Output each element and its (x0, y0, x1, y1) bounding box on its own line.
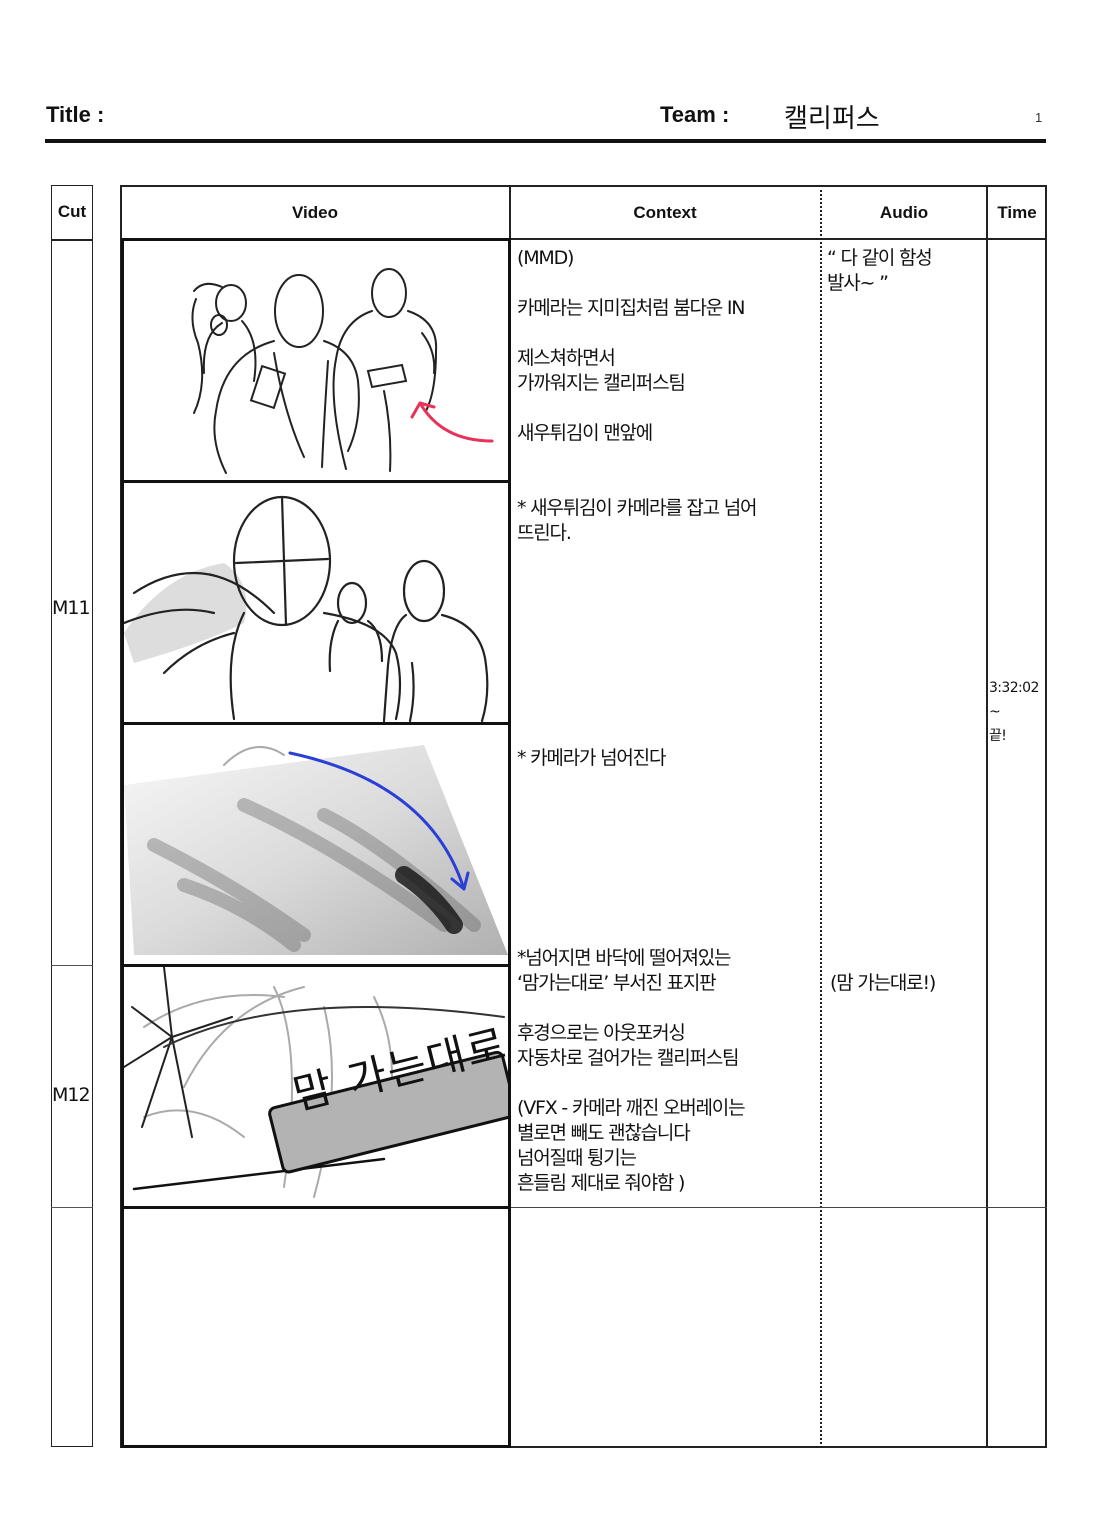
cut-id-m11: M11 (52, 597, 91, 619)
audio-text-1: “ 다 같이 함성 발사~ ” (827, 247, 933, 294)
cut-divider (51, 1207, 93, 1208)
video-frame-1 (121, 238, 511, 483)
cut-header-divider (51, 239, 93, 241)
sketch-shrimp-grabs-camera (124, 495, 489, 722)
header-rule (45, 139, 1046, 143)
video-frame-3 (121, 722, 511, 967)
title-label: Title : (46, 102, 105, 127)
audio-text-2: (맘 가는대로!) (830, 972, 936, 994)
column-header-audio: Audio (879, 202, 929, 222)
team-name: 캘리퍼스 (784, 104, 880, 134)
video-frame-5 (121, 1206, 511, 1448)
cut-column (51, 185, 93, 1447)
table-header-divider (120, 238, 1047, 240)
context-text-1: (MMD) 카메라는 지미집처럼 붐다운 IN 제스쳐하면서 가까워지는 캘리퍼… (517, 247, 745, 444)
page-number: 1 (1035, 110, 1043, 125)
video-frame-2 (121, 480, 511, 725)
video-frame-4: 맘 가는대로 (121, 964, 511, 1209)
column-header-video: Video (292, 202, 338, 222)
red-arrow (410, 401, 494, 443)
time-text: 3:32:02 ~ 끝! (989, 680, 1039, 744)
sketch-broken-sign (124, 967, 508, 1198)
column-divider-audio-time (986, 185, 988, 1448)
cut-id-m12: M12 (52, 1084, 91, 1106)
blue-arrow (288, 751, 470, 891)
context-text-2: * 새우튀김이 카메라를 잡고 넘어 뜨린다. (517, 497, 758, 544)
team-label: Team : (660, 102, 730, 127)
cut-divider (51, 965, 93, 966)
sketch-characters-approaching (191, 268, 494, 474)
column-header-cut: Cut (57, 202, 87, 221)
context-text-4: *넘어지면 바닥에 떨어져있는 ‘맘가는대로’ 부서진 표지판 후경으로는 아웃… (517, 947, 746, 1194)
sketch-camera-falls (124, 745, 508, 955)
column-divider-context-audio (820, 185, 822, 1448)
column-header-context: Context (633, 202, 697, 222)
column-header-time: Time (997, 202, 1037, 222)
context-text-3: * 카메라가 넘어진다 (517, 747, 666, 769)
row-divider (510, 1207, 1047, 1208)
